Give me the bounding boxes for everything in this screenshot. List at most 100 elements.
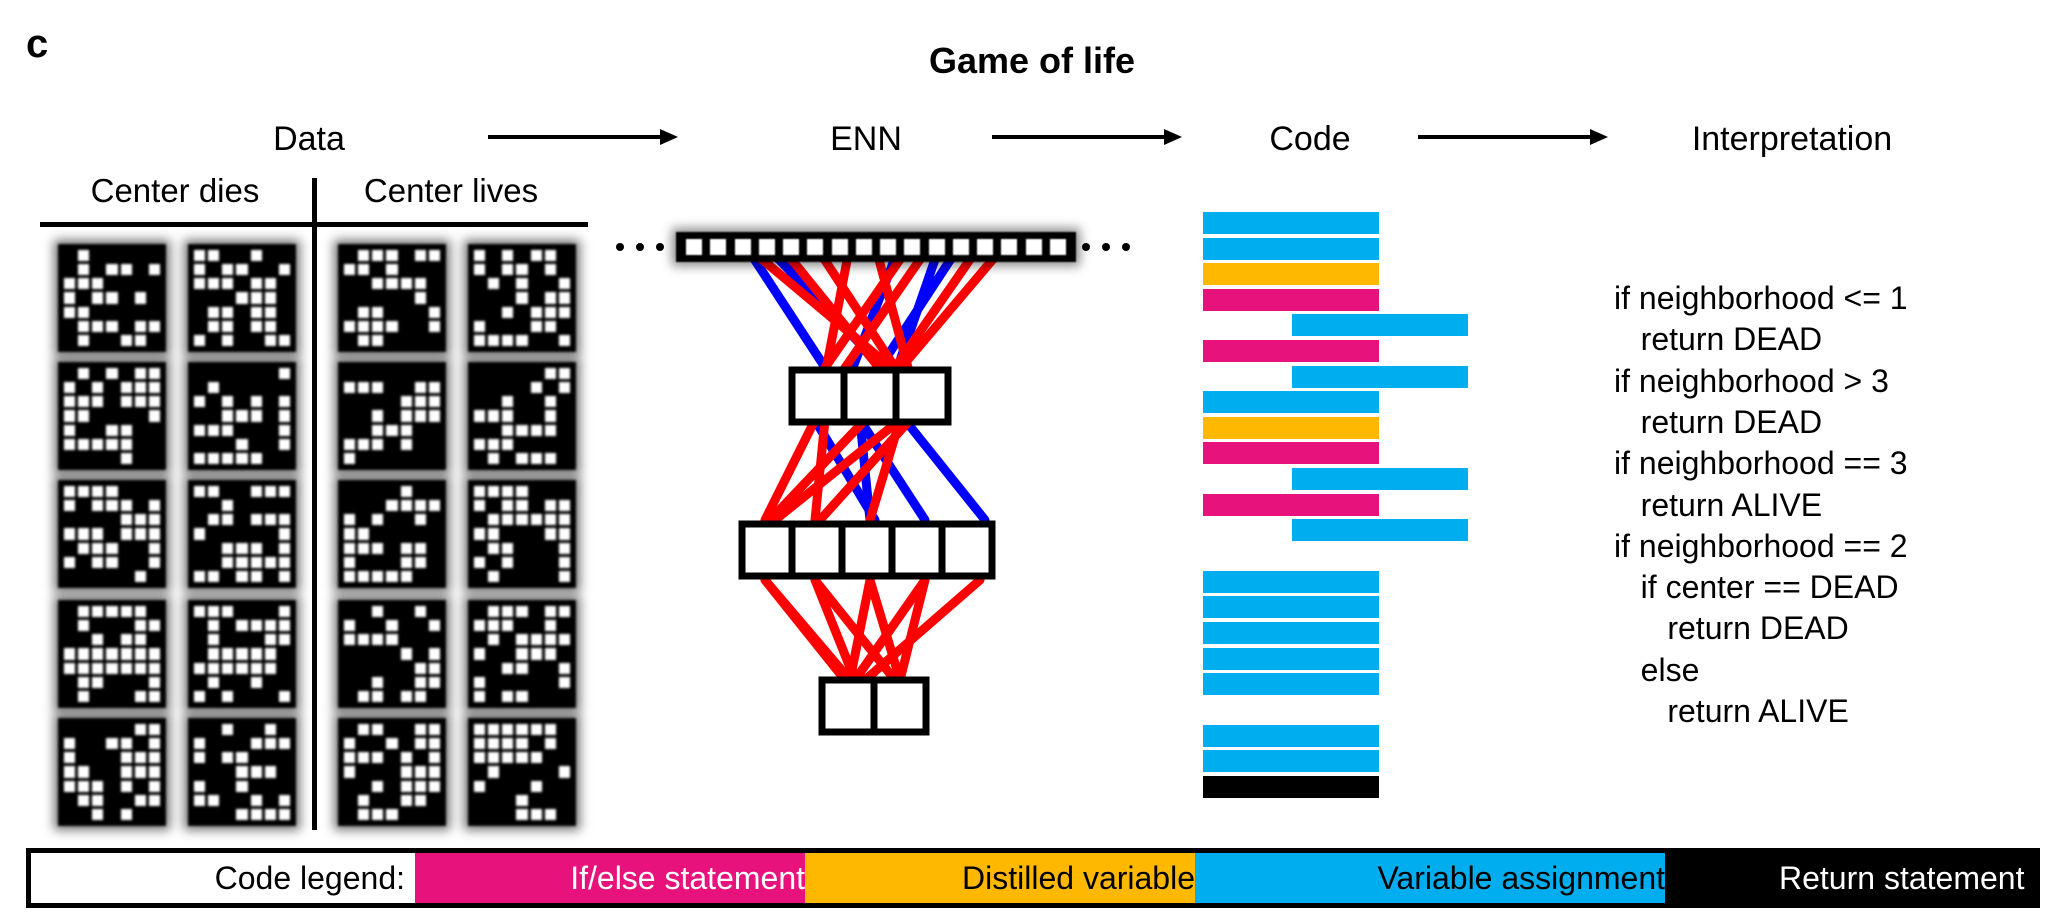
grid-cell [120,556,132,568]
grid-cell [474,528,486,540]
grid-cell [414,690,426,702]
grid-cell [558,438,570,450]
grid-cell [400,382,412,394]
grid-cell [106,250,118,262]
grid-cell [474,570,486,582]
grid-cell [278,452,290,464]
grid-cell [474,486,486,498]
grid-cell [194,452,206,464]
edge [760,415,820,525]
code-bar-assignment [1203,212,1379,234]
grid-cell [78,556,90,568]
grid-cell [134,676,146,688]
grid-cell [264,250,276,262]
grid-cell [488,556,500,568]
grid-cell [344,676,356,688]
code-bar-return [1203,776,1379,798]
grid-cell [386,292,398,304]
grid-cell [64,634,76,646]
grid-cell [544,556,556,568]
grid-cell [344,752,356,764]
node [838,520,896,580]
grid-cell [344,292,356,304]
node [738,520,796,580]
code-bar-if-else [1203,442,1379,465]
grid-cell [194,752,206,764]
grid-cell [278,738,290,750]
grid-cell [414,250,426,262]
grid-cell [488,334,500,346]
grid-cell [250,570,262,582]
grid-cell [530,780,542,792]
grid-cell [344,662,356,674]
grid-cell [208,452,220,464]
grid-cell [372,278,384,290]
grid-cell [106,264,118,276]
grid-cell [222,738,234,750]
node [892,366,952,426]
grid-cell [516,808,528,820]
grid-cell [92,320,104,332]
grid-cell [488,634,500,646]
grid-cell [400,620,412,632]
grid-cell [544,410,556,422]
grid-cell [516,780,528,792]
grid-cell [236,278,248,290]
input-node [1025,239,1042,255]
grid-cell [530,452,542,464]
grid-cell [372,676,384,688]
grid-cell [344,452,356,464]
grid-cell [358,452,370,464]
grid-cell [134,334,146,346]
grid-cell [386,620,398,632]
grid-cell [414,662,426,674]
grid-cell [530,278,542,290]
grid-cell [236,556,248,568]
example-center-lives [338,600,446,708]
grid-cell [400,794,412,806]
grid-cell [278,794,290,806]
grid-cell [120,320,132,332]
input-node [807,239,824,255]
grid-cell [414,410,426,422]
grid-cell [92,500,104,512]
grid-cell [474,690,486,702]
grid-cell [400,570,412,582]
grid-cell [222,250,234,262]
code-bar-assignment [1203,622,1379,644]
grid-cell [236,724,248,736]
grid-cell [148,606,160,618]
grid-cell [530,676,542,688]
code-bar-distilled [1203,263,1379,286]
grid-cell [92,250,104,262]
grid-cell [386,424,398,436]
grid-cell [558,648,570,660]
grid-cell [92,542,104,554]
grid-cell [358,334,370,346]
input-node [710,239,727,255]
grid-cell [264,368,276,380]
grid-cell [544,368,556,380]
grid-cell [358,794,370,806]
grid-cell [414,676,426,688]
grid-cell [488,278,500,290]
grid-cell [134,438,146,450]
code-bar-assignment [1203,750,1379,773]
grid-cell [120,766,132,778]
grid-cell [558,320,570,332]
grid-cell [106,542,118,554]
grid-cell [78,738,90,750]
grid-cell [400,662,412,674]
grid-cell [208,780,220,792]
grid-cell [222,528,234,540]
grid-cell [264,648,276,660]
grid-cell [344,606,356,618]
grid-cell [92,606,104,618]
grid-cell [134,690,146,702]
grid-cell [372,368,384,380]
grid-cell [222,648,234,660]
grid-cell [148,556,160,568]
grid-cell [64,438,76,450]
grid-cell [120,514,132,526]
grid-cell [278,424,290,436]
